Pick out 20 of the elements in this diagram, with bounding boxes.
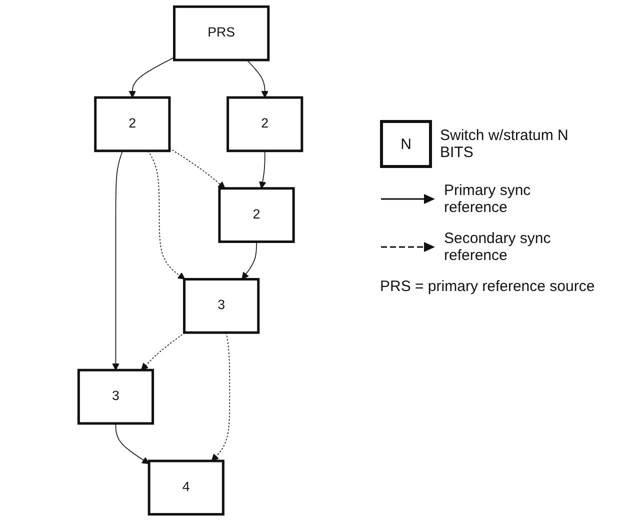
note-text: PRS = primary reference source — [380, 278, 596, 295]
arrow — [140, 332, 185, 370]
legend-text: Primary sync reference — [444, 182, 532, 216]
node-box: 2 — [94, 96, 170, 152]
legend-text: Secondary sync reference — [444, 230, 552, 264]
arrow — [258, 150, 266, 189]
arrow — [112, 150, 123, 370]
legend-text: Switch w/stratum N BITS — [440, 127, 570, 161]
node-box: 3 — [182, 278, 260, 334]
arrow — [241, 241, 257, 280]
node-box: 3 — [77, 368, 154, 425]
node-box: 4 — [148, 460, 224, 516]
node-box: PRS — [172, 5, 270, 62]
arrow — [115, 423, 150, 464]
arrow — [246, 60, 268, 98]
node-box: 2 — [218, 187, 295, 243]
arrow — [211, 332, 230, 462]
arrow — [128, 56, 174, 98]
legend-switch-box: N — [380, 120, 432, 168]
node-box: 2 — [226, 96, 303, 152]
